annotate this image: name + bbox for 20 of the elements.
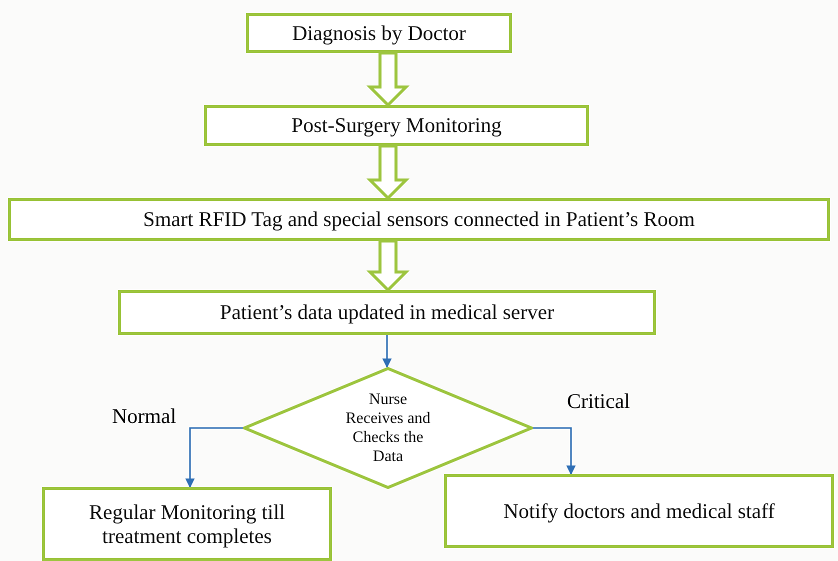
step-text: Patient’s data updated in medical server (220, 300, 554, 325)
process-box (42, 487, 332, 561)
step-text: Notify doctors and medical staff (503, 498, 775, 524)
arrow (382, 335, 392, 368)
arrow (185, 427, 243, 488)
decision-text: Nurse Receives and Checks the Data (344, 390, 432, 466)
process-box (8, 198, 830, 241)
step-text: Smart RFID Tag and special sensors connected in Patient’s Room (143, 207, 695, 232)
process-box (118, 290, 656, 335)
process-box (204, 105, 589, 146)
hollow-arrow (366, 144, 410, 200)
process-box (246, 13, 512, 53)
hollow-arrow (366, 52, 410, 108)
decision-diamond (243, 367, 533, 489)
arrow (533, 427, 576, 475)
hollow-arrow (366, 240, 410, 292)
step-text: Post-Surgery Monitoring (291, 113, 502, 138)
step-text: Diagnosis by Doctor (292, 20, 466, 46)
process-box (444, 474, 834, 548)
step-text: Regular Monitoring till treatment completes (88, 500, 286, 548)
